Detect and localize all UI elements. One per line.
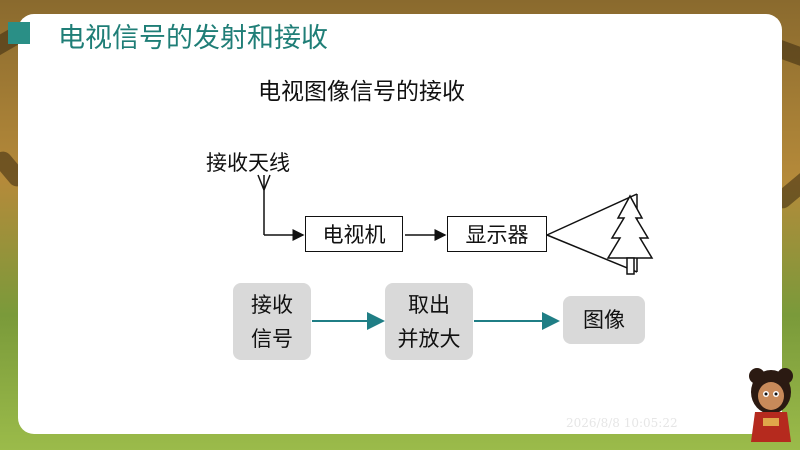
flow-step-extract: 取出 并放大	[385, 283, 473, 360]
flow-step-receive: 接收 信号	[233, 283, 311, 360]
tv-box: 电视机	[305, 216, 403, 252]
flow-step-image: 图像	[563, 296, 645, 344]
tree-icon	[606, 194, 654, 275]
antenna-label: 接收天线	[206, 151, 290, 175]
mascot-character-icon	[749, 368, 793, 442]
page-title: 电视信号的发射和接收	[58, 23, 328, 54]
tv-box-label: 电视机	[322, 223, 386, 247]
timestamp: 2026/8/8 10:05:22	[566, 416, 678, 430]
display-box: 显示器	[447, 216, 547, 252]
flow-step-label: 信号	[251, 326, 293, 351]
antenna-icon	[257, 174, 305, 241]
flow-step-label: 图像	[583, 308, 625, 332]
display-box-label: 显示器	[465, 223, 529, 247]
diagram-subtitle: 电视图像信号的接收	[258, 79, 465, 105]
flow-step-label: 接收	[251, 292, 293, 317]
flow-step-label: 并放大	[397, 326, 461, 351]
title-accent-mark	[8, 22, 30, 44]
flow-step-label: 取出	[408, 292, 450, 317]
